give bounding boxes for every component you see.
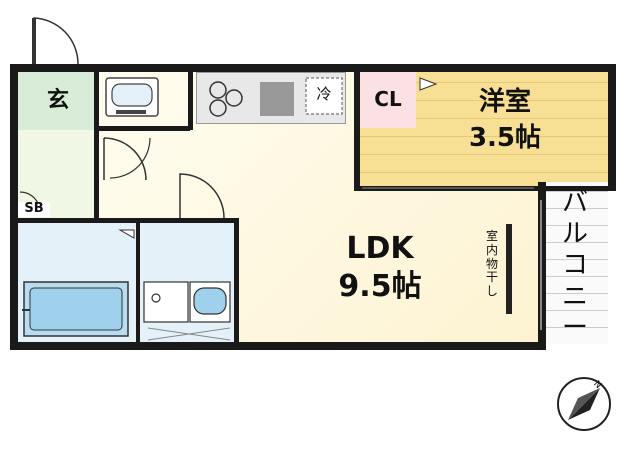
balcony-label: バルコニー bbox=[561, 188, 588, 343]
shoebox-label: SB bbox=[18, 201, 50, 217]
drying-rod bbox=[506, 224, 512, 314]
bath-door-marker bbox=[118, 229, 135, 239]
washroom-door-swing bbox=[179, 173, 225, 219]
western-room-wall-left bbox=[354, 64, 360, 191]
entrance-door-leaf bbox=[32, 18, 36, 64]
entrance-floor bbox=[18, 72, 98, 130]
western-room-size: 3.5帖 bbox=[468, 123, 542, 153]
bathroom-wall-top bbox=[18, 218, 238, 223]
drain bbox=[151, 293, 161, 303]
ldk-size: 9.5帖 bbox=[338, 269, 422, 304]
bathtub-inner bbox=[29, 287, 123, 331]
toilet-wall-right bbox=[188, 72, 193, 130]
basin bbox=[193, 287, 227, 315]
washing-machine-space bbox=[143, 281, 189, 323]
burner-1 bbox=[209, 81, 227, 99]
closet-door-marker bbox=[419, 77, 438, 91]
hall-door-swing bbox=[109, 137, 151, 179]
burner-2 bbox=[225, 89, 243, 107]
western-room-name: 洋室 bbox=[478, 87, 531, 117]
toilet-panel bbox=[116, 110, 146, 114]
ldk-name: LDK bbox=[346, 231, 414, 266]
outer-wall-right-upper bbox=[608, 64, 616, 190]
closet-floor bbox=[358, 72, 416, 128]
bathroom-wall-middle bbox=[136, 222, 140, 344]
compass-needle-shade bbox=[568, 388, 600, 420]
entrance-wall-right bbox=[94, 72, 99, 218]
drying-label: 室内物干し bbox=[485, 229, 498, 299]
closet-label: CL bbox=[374, 87, 402, 111]
bathroom-wall-right bbox=[234, 218, 239, 348]
outer-wall-top bbox=[10, 64, 200, 72]
toilet-wall-bottom bbox=[98, 126, 190, 131]
outer-wall-bottom bbox=[10, 342, 546, 350]
entrance-label: 玄 bbox=[46, 88, 69, 113]
toilet-door-swing bbox=[103, 137, 147, 181]
fridge-space bbox=[305, 77, 343, 115]
curtain-line-2 bbox=[147, 327, 231, 341]
balcony-floor bbox=[546, 182, 608, 344]
outer-wall-top-right bbox=[190, 64, 616, 72]
entrance-door-swing bbox=[33, 17, 79, 65]
toilet-bowl bbox=[111, 83, 153, 107]
burner-3 bbox=[209, 99, 227, 117]
kitchen-sink bbox=[260, 82, 294, 116]
fridge-label: 冷 bbox=[316, 85, 332, 103]
outer-wall-left bbox=[10, 64, 18, 350]
